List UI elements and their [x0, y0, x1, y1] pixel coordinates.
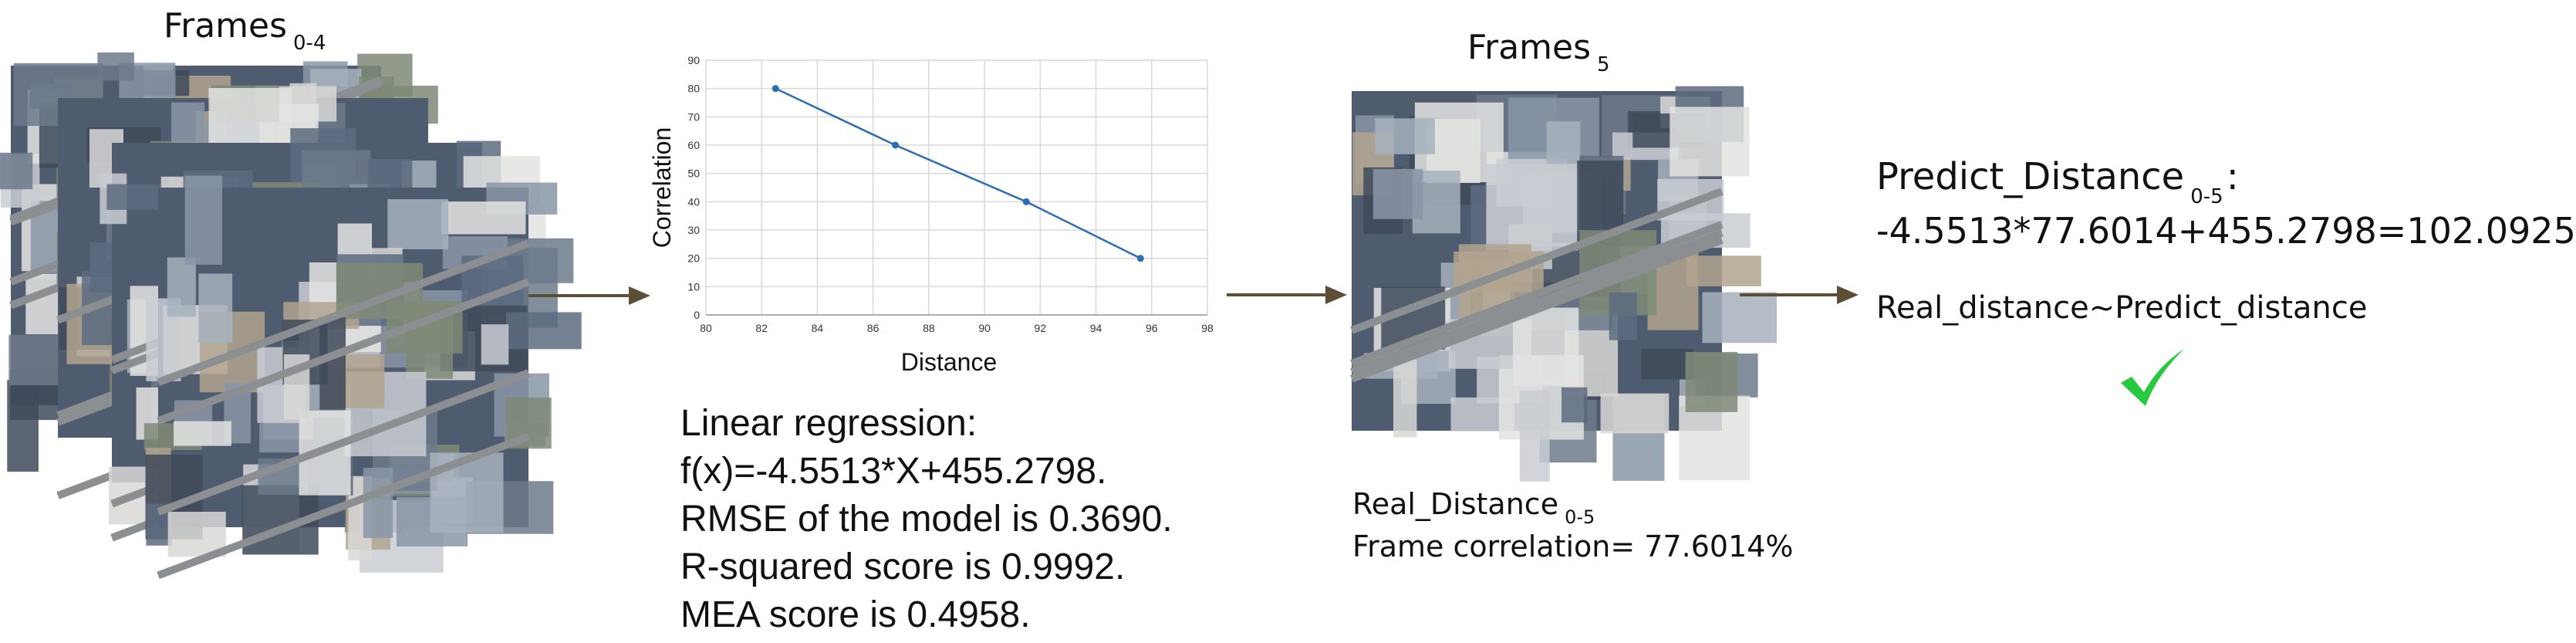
- regression-line-3: RMSE of the model is 0.3690.: [680, 499, 1173, 540]
- real-distance-title: Real_Distance: [1352, 487, 1559, 521]
- x-tick-label: 92: [1035, 322, 1047, 334]
- x-tick-label: 80: [700, 322, 712, 334]
- real-distance-block: Real_Distance 0-5 Frame correlation= 77.6…: [1352, 485, 1794, 566]
- regression-line-2: f(x)=-4.5513*X+455.2798.: [680, 451, 1107, 492]
- x-axis-label: Distance: [901, 348, 998, 376]
- y-tick-label: 80: [687, 83, 700, 95]
- regression-line-4: R-squared score is 0.9992.: [680, 547, 1126, 587]
- y-tick-label: 20: [687, 252, 700, 265]
- predict-colon: :: [2226, 155, 2239, 198]
- y-tick-label: 0: [694, 309, 700, 321]
- y-tick-label: 30: [687, 224, 700, 236]
- frames-stack-title-text: Frames: [164, 6, 288, 46]
- arrow-to-chart: [528, 284, 652, 307]
- arrow-to-prediction: [1740, 283, 1863, 306]
- x-tick-label: 96: [1146, 322, 1158, 334]
- predict-formula: -4.5513*77.6014+455.2798=102.0925: [1876, 210, 2576, 252]
- predict-subscript: 0-5: [2190, 185, 2223, 208]
- y-tick-label: 90: [687, 54, 700, 66]
- frames-stack-subscript: 0-4: [293, 32, 326, 55]
- regression-line-5: MEA score is 0.4958.: [680, 594, 1031, 635]
- data-point: [771, 85, 779, 93]
- aerial-frame-3: [143, 175, 582, 580]
- regression-summary: Linear regression: f(x)=-4.5513*X+455.27…: [680, 400, 1173, 639]
- data-point: [1022, 198, 1030, 205]
- y-tick-label: 10: [687, 280, 700, 293]
- y-axis-label: Correlation: [648, 127, 676, 249]
- regression-line-1: Linear regression:: [680, 403, 977, 444]
- predict-title: Predict_Distance: [1876, 155, 2185, 198]
- frame5-title-text: Frames: [1467, 28, 1592, 67]
- aerial-frame-5: [1350, 86, 1778, 482]
- y-tick-label: 60: [687, 139, 700, 151]
- frame5-subscript: 5: [1597, 53, 1610, 76]
- x-tick-label: 84: [812, 322, 824, 334]
- y-tick-label: 40: [687, 195, 700, 208]
- data-point: [1136, 255, 1144, 262]
- arrow-to-frame5: [1227, 283, 1350, 306]
- x-tick-label: 82: [755, 322, 768, 334]
- checkmark-icon: [2118, 347, 2187, 412]
- x-tick-label: 94: [1090, 322, 1102, 334]
- distance-comparison: Real_distance~Predict_distance: [1876, 290, 2368, 326]
- x-tick-label: 88: [923, 322, 935, 334]
- data-point: [892, 141, 900, 149]
- y-tick-label: 50: [687, 168, 700, 180]
- real-distance-subscript: 0-5: [1565, 506, 1595, 528]
- x-tick-label: 98: [1201, 322, 1214, 334]
- series-line: [775, 87, 1141, 259]
- chart-svg: 0 10 20 30 40 50 60 70 80 90 80 82 84 86 88 90 92 94 96 98D…: [648, 54, 1214, 376]
- y-tick-label: 70: [687, 110, 700, 123]
- x-tick-label: 86: [867, 322, 879, 334]
- x-tick-label: 90: [978, 322, 991, 334]
- frame-correlation: Frame correlation= 77.6014%: [1352, 530, 1794, 563]
